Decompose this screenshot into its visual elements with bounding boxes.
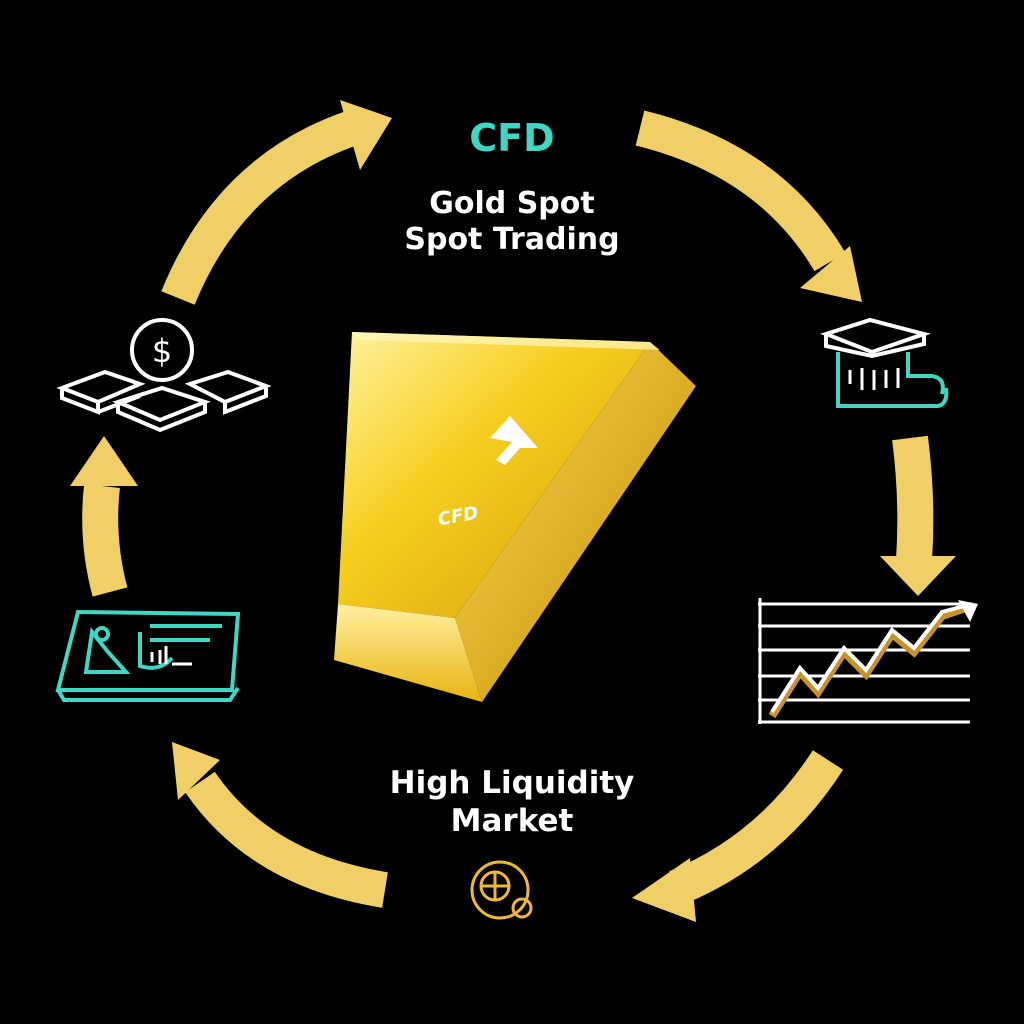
arrowhead-left <box>70 436 138 486</box>
arrow-right <box>892 435 934 562</box>
arrow-bottom-left <box>185 771 388 908</box>
bottom-label: High Liquidity Market <box>352 764 672 840</box>
cfd-heading: CFD <box>469 116 555 160</box>
up-arrow-icon <box>490 416 538 465</box>
svg-text:$: $ <box>152 332 172 370</box>
top-label: Gold Spot Spot Trading <box>362 186 662 258</box>
bottom-label-line2: Market <box>450 803 574 839</box>
vault-building-icon <box>820 317 949 408</box>
arrow-top-left <box>161 110 359 305</box>
arrow-bottom-right <box>669 750 844 905</box>
arrowhead-bottom-right <box>632 858 696 922</box>
arrowhead-right <box>880 556 956 596</box>
arrowhead-bottom-left <box>172 742 220 800</box>
top-label-line2: Spot Trading <box>404 222 620 257</box>
gold-bar <box>334 332 696 702</box>
trading-card-icon <box>55 609 241 702</box>
arrow-left <box>82 484 128 597</box>
globe-coin-icon <box>470 860 533 920</box>
top-label-line1: Gold Spot <box>429 186 595 221</box>
bottom-label-line1: High Liquidity <box>389 765 635 801</box>
arrow-top-right <box>635 110 846 272</box>
arrowhead-top-right <box>800 246 862 302</box>
dollar-platform-icon: $ <box>56 318 272 433</box>
rising-chart-icon <box>758 598 978 724</box>
arrowhead-top-left <box>340 100 392 170</box>
